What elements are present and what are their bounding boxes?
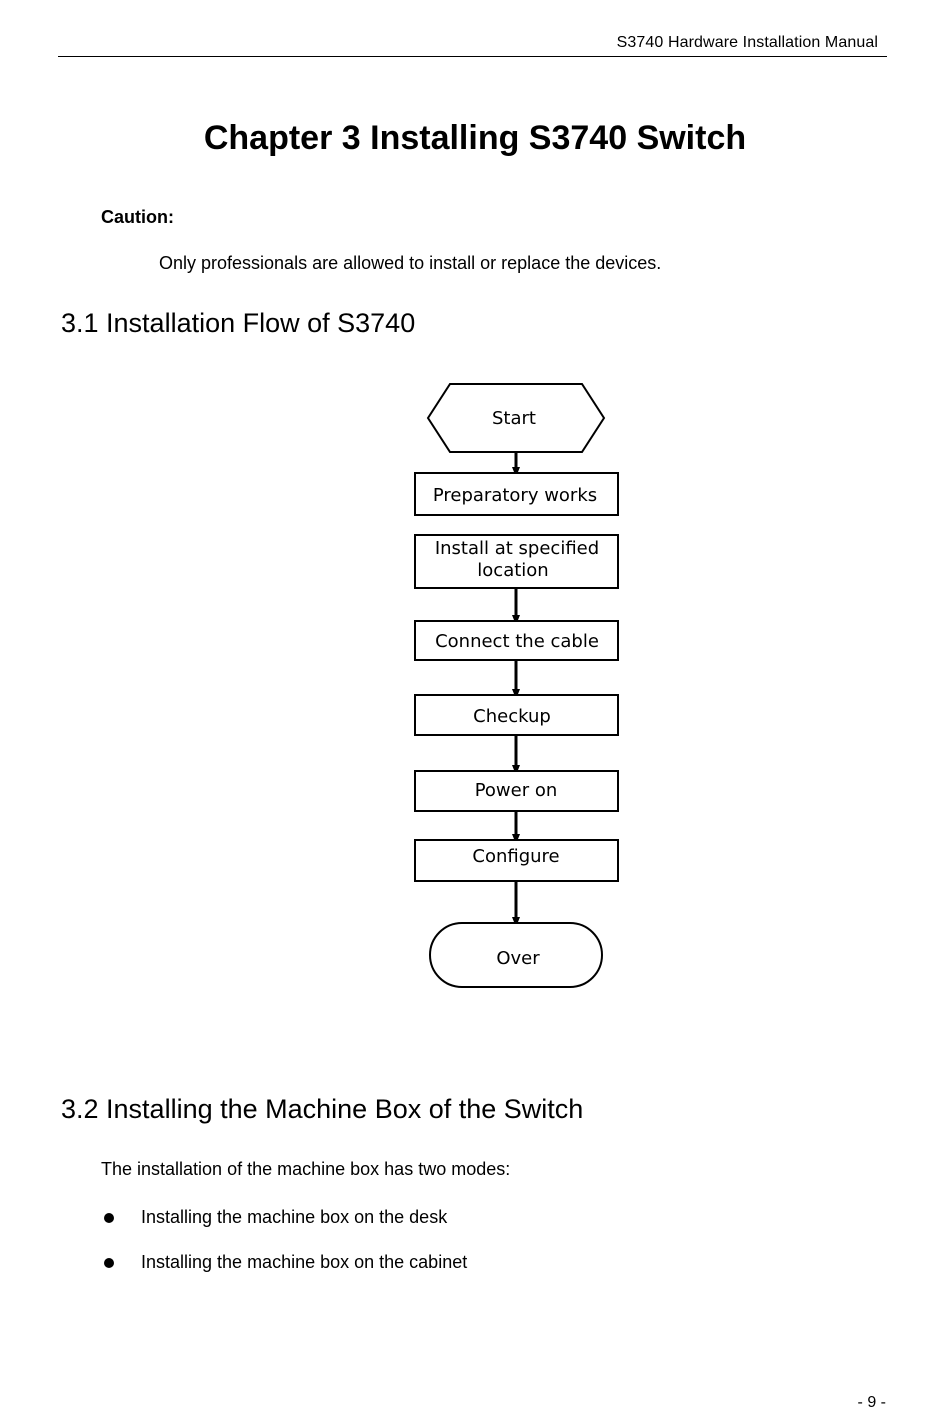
caution-label: Caution:: [101, 207, 174, 227]
flow-start-shape: [426, 383, 606, 453]
chapter-title: Chapter 3 Installing S3740 Switch: [203, 119, 747, 157]
page-number: - 9 -: [857, 1394, 886, 1411]
header-rule: [58, 56, 887, 57]
bullet-text: Installing the machine box on the desk: [141, 1207, 448, 1227]
running-header: S3740 Hardware Installation Manual: [616, 34, 878, 51]
flow-step-label: Power on: [475, 780, 558, 801]
flow-step-box: [414, 694, 619, 736]
bullet-icon: [104, 1213, 114, 1223]
bullet-text: Installing the machine box on the cabine…: [141, 1252, 468, 1272]
flow-end-shape: [429, 922, 603, 988]
flow-step-label: Configure: [472, 846, 559, 867]
section-3-2-heading: 3.2 Installing the Machine Box of the Sw…: [61, 1094, 584, 1124]
flow-step-label: Connect the cable: [435, 631, 599, 652]
caution-text: Only professionals are allowed to instal…: [159, 253, 662, 273]
section-3-2-intro: The installation of the machine box has …: [101, 1159, 511, 1179]
flow-start-label: Start: [492, 408, 536, 429]
flow-step-label: Preparatory works: [433, 485, 597, 506]
flow-step-box: [414, 839, 619, 882]
flow-step-box: [414, 472, 619, 516]
flow-step-box: [414, 770, 619, 812]
bullet-icon: [104, 1258, 114, 1268]
flow-step-label: location: [477, 560, 548, 581]
flow-step-label: Install at specified: [435, 538, 599, 559]
section-3-1-heading: 3.1 Installation Flow of S3740: [61, 308, 416, 338]
flow-end-label: Over: [496, 948, 540, 969]
flow-step-box: [414, 534, 619, 589]
flow-step-label: Checkup: [473, 706, 551, 727]
installation-flowchart: Start Preparatory works Install at speci…: [414, 383, 619, 988]
